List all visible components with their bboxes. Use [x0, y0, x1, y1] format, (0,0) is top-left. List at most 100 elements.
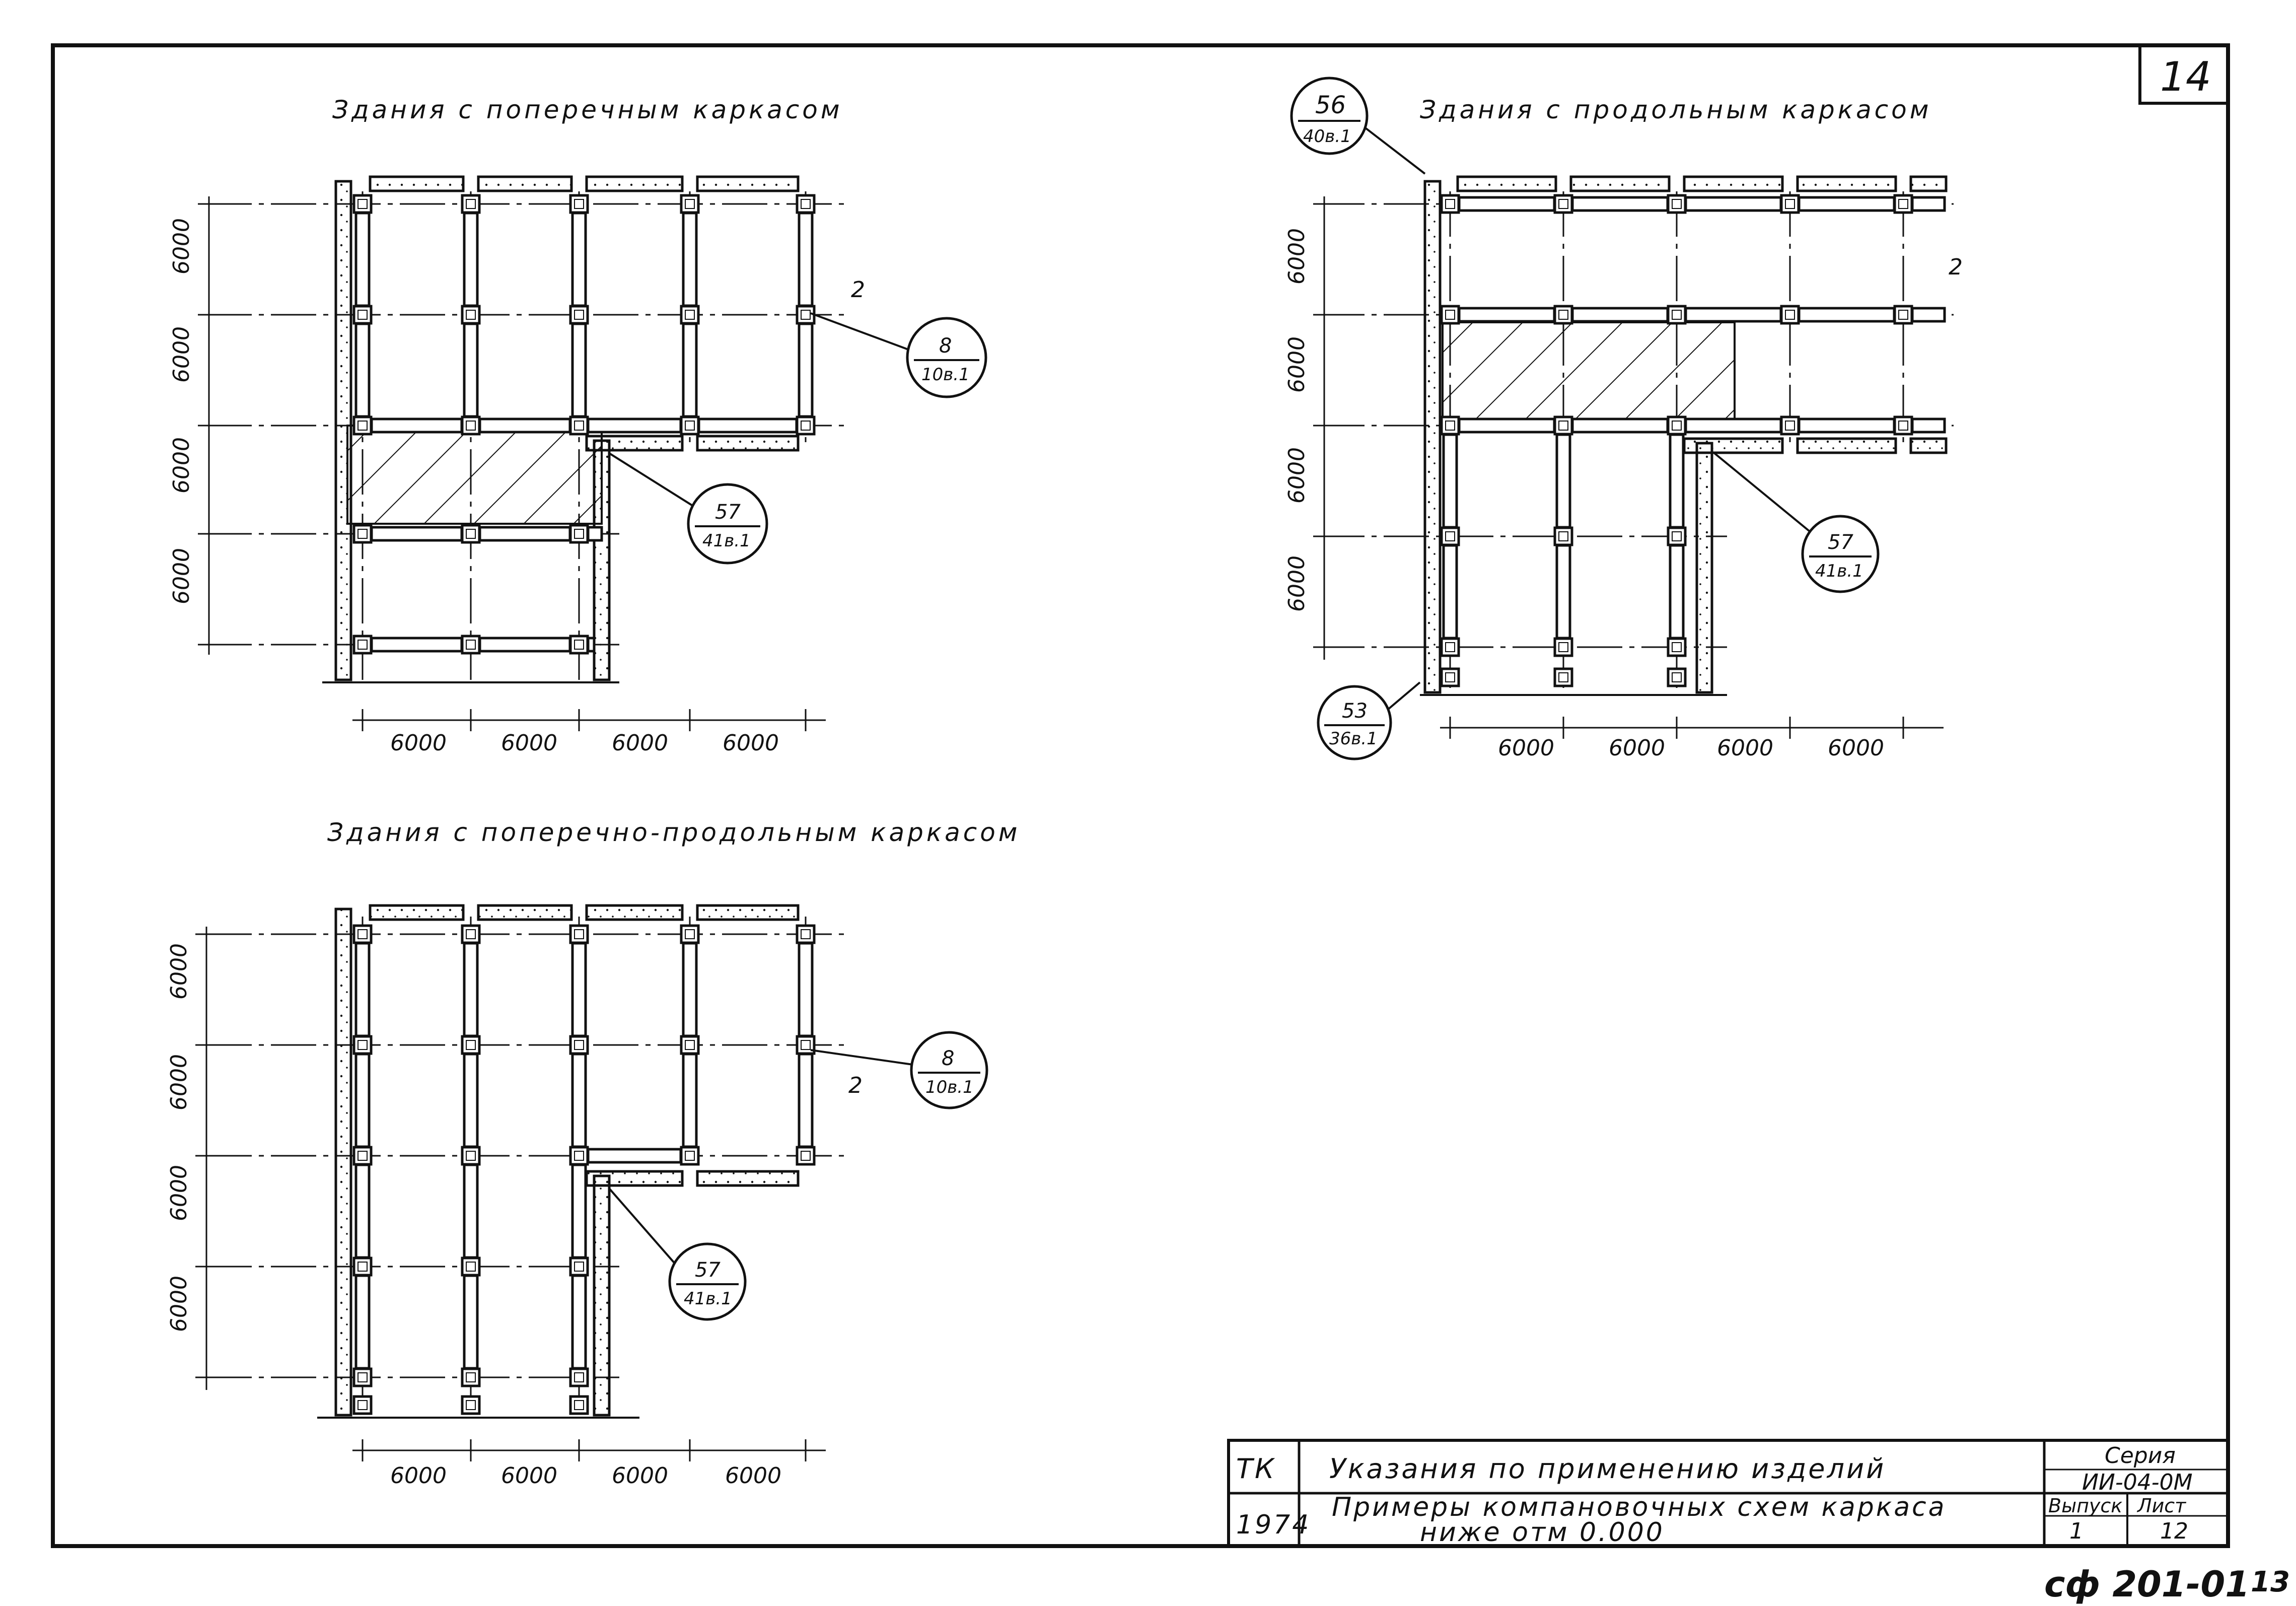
column	[569, 1256, 589, 1277]
beam	[370, 637, 463, 653]
beam	[1555, 544, 1571, 640]
column-core	[466, 1151, 476, 1161]
callout-node-8: 8 10в.1	[906, 317, 987, 398]
wall-panel	[593, 1174, 611, 1417]
beam	[1442, 544, 1458, 640]
beam	[798, 942, 814, 1037]
column	[569, 1035, 589, 1055]
beam	[571, 1053, 587, 1148]
column	[1893, 415, 1913, 436]
beam	[571, 1274, 587, 1370]
wall-panel	[1423, 180, 1442, 694]
wall-panel	[593, 439, 611, 681]
beam	[571, 212, 587, 307]
dim-left-1: 6000	[1284, 228, 1310, 285]
column	[1667, 194, 1687, 214]
column	[461, 635, 481, 655]
column-core	[357, 1151, 368, 1161]
beam	[370, 417, 463, 434]
column	[352, 524, 373, 544]
beam	[354, 942, 371, 1037]
dim-bottom-4: 6000	[725, 1463, 781, 1489]
column	[461, 1395, 481, 1415]
column	[569, 415, 589, 436]
column-core	[574, 1262, 584, 1272]
callout-number: 56	[1315, 91, 1346, 119]
column-core	[1445, 642, 1455, 652]
column	[796, 1146, 816, 1166]
beam	[478, 417, 571, 434]
column	[461, 1256, 481, 1277]
column	[569, 524, 589, 544]
column-core	[1672, 672, 1682, 682]
beam	[1458, 307, 1556, 323]
beam	[587, 417, 682, 434]
dim-left-2: 6000	[166, 1054, 192, 1110]
beam	[478, 526, 571, 542]
column	[1440, 194, 1460, 214]
column-core	[466, 640, 476, 650]
beam	[1798, 196, 1896, 212]
column-core	[1445, 672, 1455, 682]
beam	[1684, 417, 1782, 434]
issue-label: Выпуск	[2048, 1495, 2122, 1517]
column-core	[357, 640, 368, 650]
callout-node-8: 8 10в.1	[910, 1031, 988, 1109]
wall-panel	[696, 435, 800, 452]
column	[1553, 194, 1573, 214]
callout-reference: 36в.1	[1329, 729, 1378, 749]
column	[569, 924, 589, 944]
beam	[1458, 417, 1556, 434]
wall-panel	[1909, 437, 1948, 454]
issue-value: 1	[2069, 1518, 2084, 1544]
column	[352, 1395, 373, 1415]
column	[461, 1367, 481, 1387]
column	[1780, 305, 1800, 325]
dim-left-3: 6000	[166, 1165, 192, 1221]
column-core	[801, 421, 811, 431]
wall-panel	[1796, 175, 1897, 192]
drawing-title-mixed: Здания с поперечно-продольным каркасом	[327, 818, 1021, 847]
column	[352, 1256, 373, 1277]
column	[352, 194, 373, 214]
title-block-line2a: Примеры компановочных схем каркаса	[1332, 1492, 1947, 1522]
beam	[798, 322, 814, 418]
beam	[463, 942, 479, 1037]
column	[1440, 526, 1460, 546]
column	[569, 1367, 589, 1387]
callout-node-53: 53 36в.1	[1317, 685, 1392, 760]
wall-panel	[477, 175, 573, 192]
column-core	[1558, 310, 1568, 320]
column-core	[1558, 199, 1568, 209]
column-core	[1558, 672, 1568, 682]
beam	[682, 322, 698, 418]
column	[1553, 637, 1573, 657]
column	[1553, 305, 1573, 325]
beam	[1911, 196, 1946, 212]
column-core	[357, 529, 368, 539]
column	[1667, 637, 1687, 657]
sheet-number: 14	[2160, 53, 2211, 100]
sheet-value: 12	[2160, 1518, 2188, 1544]
column-core	[574, 640, 584, 650]
column-core	[685, 421, 695, 431]
column-core	[1785, 310, 1795, 320]
dim-bottom-2: 6000	[501, 730, 557, 756]
column	[461, 1035, 481, 1055]
beam	[370, 526, 463, 542]
column	[796, 194, 816, 214]
column	[680, 924, 700, 944]
callout-reference: 41в.1	[684, 1289, 732, 1309]
column	[1667, 415, 1687, 436]
beam	[354, 1163, 371, 1259]
column-core	[801, 310, 811, 320]
wall-panel	[1456, 175, 1557, 192]
column-core	[1558, 642, 1568, 652]
beam	[354, 212, 371, 307]
beam	[463, 322, 479, 418]
column	[569, 305, 589, 325]
column-core	[574, 1400, 584, 1410]
column-core	[357, 310, 368, 320]
column	[796, 305, 816, 325]
